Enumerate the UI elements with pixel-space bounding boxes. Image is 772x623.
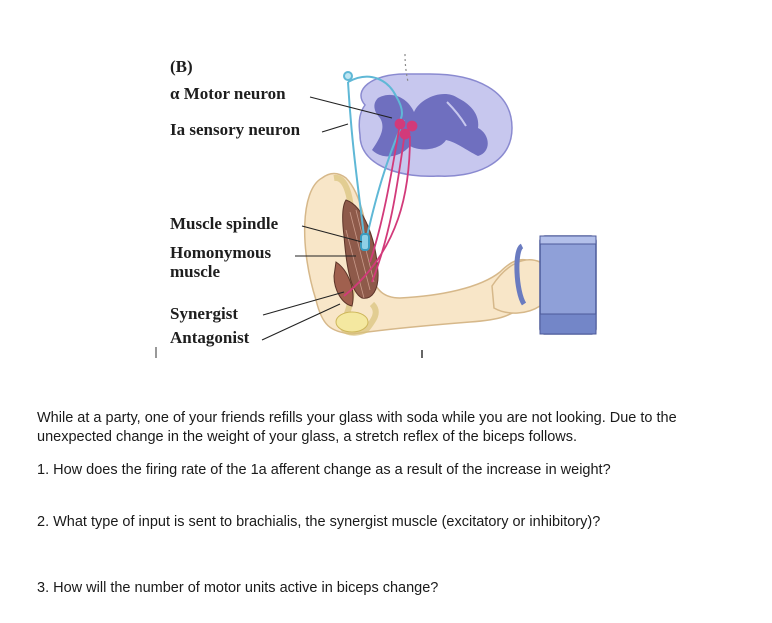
biceps-muscle — [342, 199, 379, 299]
question-1: 1. How does the firing rate of the 1a af… — [37, 462, 611, 478]
mug — [514, 235, 597, 335]
label-antagonist: Antagonist — [170, 328, 250, 347]
label-homonymous-muscle: muscle — [170, 262, 221, 281]
label-muscle-spindle: Muscle spindle — [170, 214, 279, 233]
label-homonymous: Homonymous — [170, 243, 272, 262]
arm — [304, 172, 546, 336]
question-3: 3. How will the number of motor units ac… — [37, 580, 439, 596]
label-synergist: Synergist — [170, 304, 238, 323]
panel-label: (B) — [170, 57, 193, 76]
question-2: 2. What type of input is sent to brachia… — [37, 514, 601, 530]
stretch-reflex-illustration — [155, 53, 597, 358]
label-ia-sensory-neuron: Ia sensory neuron — [170, 120, 301, 139]
spinal-cord-section — [358, 73, 513, 177]
leader-lines — [261, 96, 393, 341]
label-motor-neuron: α Motor neuron — [170, 84, 286, 103]
dorsal-root — [404, 53, 409, 83]
stretch-reflex-figure: (B) α Motor neuron Ia sensory neuron Mus… — [155, 53, 597, 358]
brachialis-muscle — [333, 261, 354, 307]
passage-intro: While at a party, one of your friends re… — [37, 410, 677, 445]
alpha-motor-neuron-paths — [343, 118, 418, 297]
